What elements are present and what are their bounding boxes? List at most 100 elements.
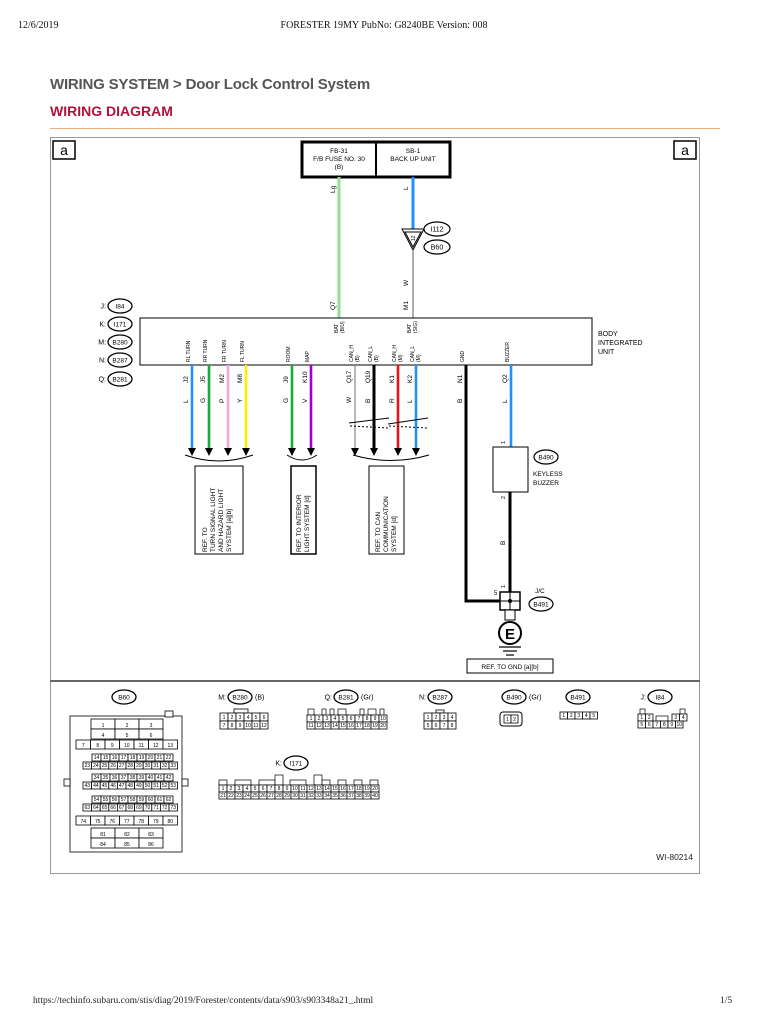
pin-number: 27 (119, 763, 125, 769)
keyless-buzzer[interactable]: B490 KEYLESS BUZZER 1 2 (492, 441, 563, 499)
pin-number: 4 (334, 716, 337, 722)
inline-connector-pin: 12 (411, 235, 417, 241)
backup-unit-name: BACK UP UNIT (390, 156, 435, 163)
pin-number: 16 (112, 755, 118, 761)
pin-number: 28 (128, 763, 134, 769)
connector-view-b60[interactable]: B60 (111, 689, 137, 705)
reference-turn-signal[interactable]: REF. TO TURN SIGNAL LIGHT AND HAZARD LIG… (194, 465, 244, 555)
pin-number: 85 (124, 842, 130, 848)
pin-number: 65 (102, 805, 108, 811)
wiring-diagram-frame (50, 137, 700, 874)
pin-number: 10 (124, 743, 130, 749)
connector-prefix: J: (641, 695, 647, 702)
connector-view-i171[interactable]: K:I171 (275, 755, 309, 771)
connector-view-b280[interactable]: M:B280(B) (218, 689, 264, 705)
figure-id: WI-80214 (656, 852, 693, 862)
pin-number: 59 (139, 797, 145, 803)
connector-prefix: M: (218, 695, 226, 702)
pin-number: 44 (93, 783, 99, 789)
pin-number: 70 (145, 805, 151, 811)
terminal-label: BUZZER (505, 342, 511, 362)
pin-number: 12 (308, 786, 314, 792)
pin-number: 3 (443, 715, 446, 721)
wire-color-label: W (346, 396, 353, 403)
ground-symbol-letter: E (505, 626, 515, 643)
pin-number: 80 (167, 819, 173, 825)
terminal-label: FL TURN (240, 341, 246, 362)
pin-number: 2 (318, 716, 321, 722)
legend-code: I84 (115, 304, 124, 311)
corner-label-left: a (52, 140, 76, 160)
body-integrated-unit[interactable] (139, 317, 593, 366)
legend-entry-b287: N: B287 (99, 352, 133, 368)
wire-color-label: P (219, 399, 226, 403)
pin-label: K1 (389, 375, 396, 383)
pin-number: 79 (153, 819, 159, 825)
pin-number: 39 (364, 793, 370, 799)
jc-pin-5: 5 (494, 591, 498, 597)
pin-number: 69 (136, 805, 142, 811)
pin-number: 55 (103, 797, 109, 803)
pin-number: 33 (171, 763, 177, 769)
jc-pin-1: 1 (501, 585, 507, 588)
pin-number: 12 (153, 743, 159, 749)
inline-connector-symbol: 12 I112 B60 (401, 221, 451, 255)
pin-number: 61 (157, 797, 163, 803)
legend-prefix: N: (99, 358, 106, 365)
connector-section-divider (50, 680, 700, 682)
arrow-icon (288, 448, 296, 456)
pin-number: 24 (244, 793, 250, 799)
pin-label: M2 (219, 374, 226, 383)
breadcrumb[interactable]: WIRING SYSTEM > Door Lock Control System (50, 76, 370, 93)
wire-gnd-to-jc (464, 365, 501, 603)
pin-number: 60 (148, 797, 154, 803)
legend-prefix: Q: (99, 377, 106, 384)
reference-interior-light[interactable]: REF. TO INTERIOR LIGHT SYSTEM [d] (290, 465, 317, 555)
twisted-pair-marks (348, 417, 429, 429)
pin-number: 1 (640, 715, 643, 721)
reference-ground[interactable]: REF. TO GND [a][b] (466, 658, 554, 674)
terminal-label: CAN_H (392, 345, 398, 362)
pin-number: 7 (223, 723, 226, 729)
pin-number: 8 (278, 786, 281, 792)
buzzer-name-line2: BUZZER (533, 480, 559, 487)
connector-view-b491[interactable]: B491 (565, 689, 591, 705)
pin-number: 11 (253, 723, 258, 729)
reference-can-communication[interactable]: REF. TO CAN COMMUNICATION SYSTEM [d] (368, 465, 405, 555)
pin-number: 22 (166, 755, 172, 761)
footer-url[interactable]: https://techinfo.subaru.com/stis/diag/20… (33, 996, 374, 1006)
wire-color-label: Y (237, 398, 244, 403)
pin-number: 9 (286, 786, 289, 792)
buzzer-pin-1: 1 (501, 441, 507, 444)
pin-number: 40 (148, 775, 154, 781)
fuse-box-color: (B) (335, 164, 344, 171)
pin-number: 63 (85, 805, 91, 811)
legend-code: B287 (112, 358, 128, 365)
pin-number: 3 (326, 716, 329, 722)
pin-number: 31 (300, 793, 306, 799)
pin-number: 29 (136, 763, 142, 769)
pin-number: 43 (85, 783, 91, 789)
wire-color-label: V (302, 398, 309, 403)
ref-turn-line4: SYSTEM [a][b] (226, 509, 233, 552)
terminal-label: CAN_L (368, 346, 374, 362)
connector-view-b490[interactable]: B490(Gr) (501, 689, 541, 705)
pin-number: 2 (231, 715, 234, 721)
pin-number: 83 (148, 832, 154, 838)
joint-connector[interactable]: 5 J/C B491 (494, 588, 554, 621)
pin-number: 2 (230, 786, 233, 792)
pin-number: 7 (443, 723, 446, 729)
connector-view-i84[interactable]: J:I84 (641, 689, 673, 705)
wire-color-label: B (457, 399, 464, 403)
connector-view-b287[interactable]: N:B287 (419, 689, 453, 705)
connector-view-b281[interactable]: Q:B281(Gr) (325, 689, 374, 705)
pin-number: 2 (126, 723, 129, 729)
wire-color-label: L (183, 399, 190, 403)
bcu-terminal-bat-bu-sub: (B/U) (340, 321, 346, 333)
